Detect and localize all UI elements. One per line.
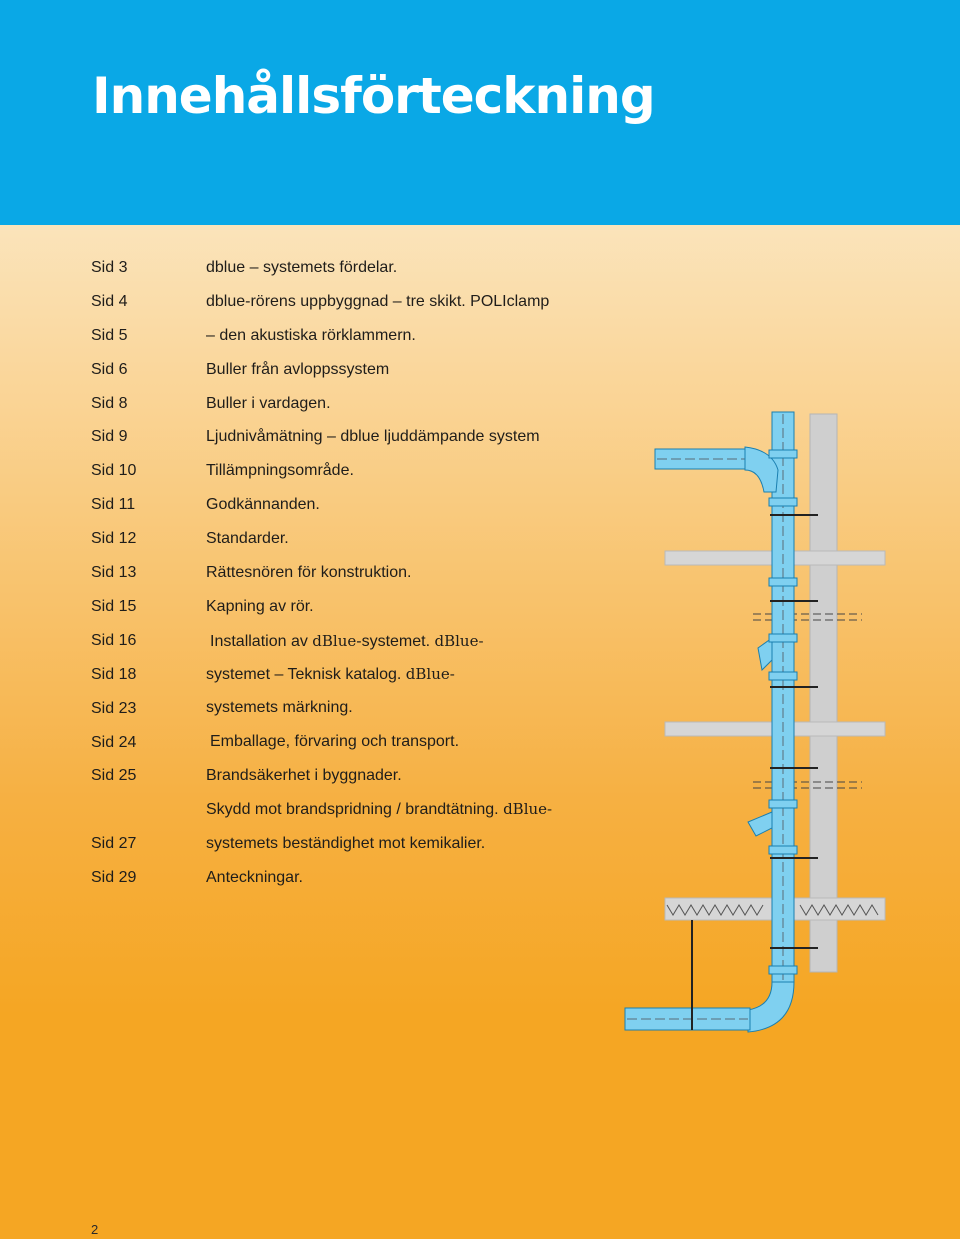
toc-entry: Kapning av rör. (206, 598, 314, 615)
toc-entry: systemets beständighet mot kemikalier. (206, 835, 486, 852)
toc-entry-part: Installation av (210, 633, 313, 650)
toc-entry: dblue – systemets fördelar. (206, 259, 398, 276)
pipe-sockets (768, 449, 798, 975)
toc-entry: – den akustiska rörklammern. (206, 327, 416, 344)
toc-entry: Ljudnivåmätning – dblue ljuddämpande sys… (206, 428, 540, 445)
page-title: Innehållsförteckning (92, 67, 656, 125)
toc-entry-part: systemet – Teknisk katalog. (206, 666, 406, 683)
branch-fitting (747, 811, 773, 837)
branch-fitting (757, 637, 773, 672)
brand-name: dBlue (312, 632, 357, 650)
wall (809, 413, 838, 973)
toc-page: Sid 25 (91, 767, 137, 784)
toc-page: Sid 9 (91, 428, 128, 445)
toc-entry: systemet – Teknisk katalog. dBlue- (206, 665, 455, 684)
brand-name: dBlue- (434, 632, 484, 650)
toc-entry-part: Skydd mot brandspridning / brandtätning. (206, 801, 504, 818)
toc-entry: Emballage, förvaring och transport. (210, 733, 460, 750)
toc-page: Sid 10 (91, 462, 137, 479)
toc-page: Sid 11 (91, 496, 136, 513)
toc-entry: Buller från avloppssystem (206, 361, 390, 378)
toc-page: Sid 24 (91, 734, 137, 751)
toc-page: Sid 3 (91, 259, 128, 276)
toc-entry: Buller i vardagen. (206, 395, 331, 412)
toc-page: Sid 27 (91, 835, 137, 852)
toc-page: Sid 4 (91, 293, 128, 310)
toc-page: Sid 15 (91, 598, 137, 615)
header-band: Innehållsförteckning (0, 0, 960, 225)
toc-entry: Tillämpningsområde. (206, 462, 354, 479)
toc-page: Sid 23 (91, 700, 137, 717)
toc-page: Sid 5 (91, 327, 128, 344)
toc-page: Sid 12 (91, 530, 137, 547)
toc-entry: systemets märkning. (206, 699, 353, 716)
page-number: 2 (91, 1222, 99, 1237)
toc-entry: Rättesnören för konstruktion. (206, 564, 412, 581)
toc-entry: Standarder. (206, 530, 289, 547)
toc-page: Sid 29 (91, 869, 137, 886)
toc-entry: Brandsäkerhet i byggnader. (206, 767, 402, 784)
toc-page: Sid 18 (91, 666, 137, 683)
insulation-pattern (666, 904, 879, 916)
toc-entry: Installation av dBlue-systemet. dBlue- (210, 632, 484, 651)
bottom-bend (747, 981, 795, 1033)
pipe-clamps (770, 514, 818, 949)
brand-name: dBlue- (503, 800, 553, 818)
toc-page: Sid 6 (91, 361, 128, 378)
brand-name: dBlue- (405, 665, 455, 683)
toc-entry: Godkännanden. (206, 496, 320, 513)
toc-page: Sid 8 (91, 395, 128, 412)
toc-entry: Skydd mot brandspridning / brandtätning.… (206, 800, 552, 819)
toc-page: Sid 16 (91, 632, 137, 649)
toc-page: Sid 13 (91, 564, 137, 581)
toc-entry: Anteckningar. (206, 869, 303, 886)
toc-entry: dblue-rörens uppbyggnad – tre skikt. POL… (206, 293, 550, 310)
toc-entry-part: -systemet. (356, 633, 435, 650)
